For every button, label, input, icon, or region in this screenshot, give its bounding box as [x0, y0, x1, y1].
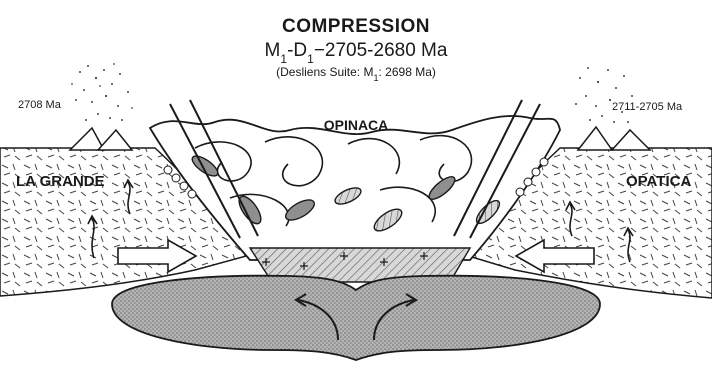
diagram-subtitle: M1-D1−2705-2680 Ma [265, 40, 448, 66]
left-volcano-a [70, 128, 104, 150]
region-label-opatica: OPATICA [626, 173, 691, 190]
region-label-la-grande: LA GRANDE [16, 173, 105, 190]
right-volcano-b [612, 130, 650, 150]
left-volcano-b [98, 130, 132, 150]
diagram-note: (Desliens Suite: M1: 2698 Ma) [276, 65, 436, 83]
right-volcano-a [578, 127, 612, 150]
region-label-opinaca: OPINACA [324, 117, 389, 133]
age-label-right: 2711-2705 Ma [612, 101, 683, 113]
left-eruption-cloud [71, 63, 133, 121]
right-eruption-cloud [575, 67, 633, 123]
diagram-title: COMPRESSION [282, 16, 430, 37]
age-label-left: 2708 Ma [18, 99, 62, 111]
magma-body [112, 276, 600, 360]
